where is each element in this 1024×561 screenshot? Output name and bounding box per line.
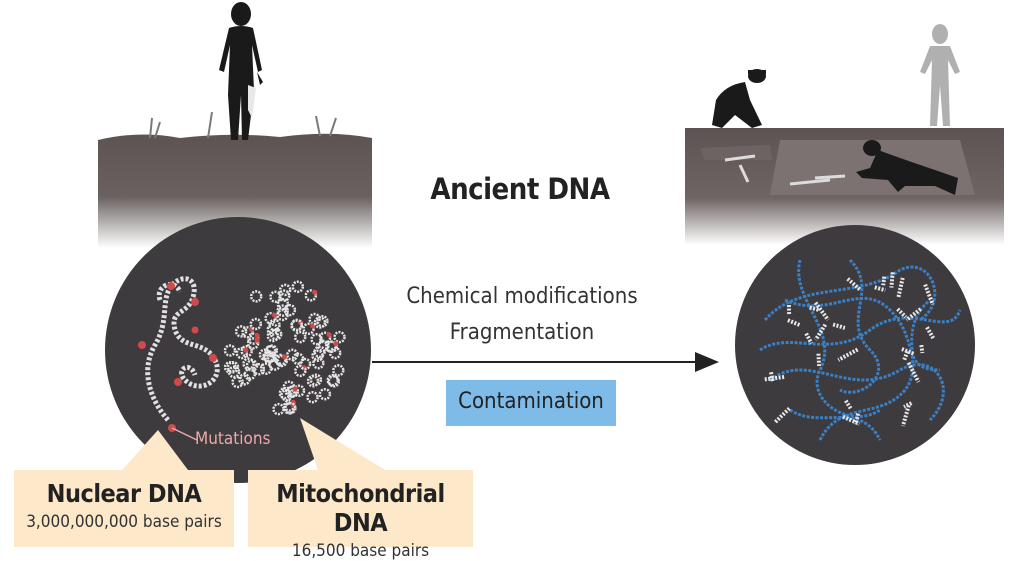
mito-mutation-dot: [293, 386, 298, 391]
mito-mutation-dot: [327, 332, 332, 337]
mutations-label: Mutations: [195, 429, 271, 449]
mito-mutation-dot: [312, 290, 317, 295]
nuclear-dna-title: Nuclear DNA: [14, 479, 234, 508]
mito-mutation-dot: [282, 354, 287, 359]
mito-mutation-dot: [272, 313, 277, 318]
process-fragmentation: Fragmentation: [372, 320, 672, 345]
nuclear-dna-card: Nuclear DNA 3,000,000,000 base pairs: [14, 470, 234, 547]
mito-dna-subtitle: 16,500 base pairs: [248, 541, 473, 561]
ancient-human-silhouette: [219, 2, 263, 140]
degraded-dna-circle: [735, 225, 975, 465]
contamination-label: Contamination: [446, 389, 616, 414]
standing-person-silhouette: [920, 24, 960, 126]
dna-fragment: [883, 277, 884, 286]
nuclear-dna-subtitle: 3,000,000,000 base pairs: [14, 512, 234, 532]
diagram-title: Ancient DNA: [420, 172, 620, 206]
mito-dna-card: Mitochondrial DNA 16,500 base pairs: [248, 470, 473, 547]
mito-mutation-dot: [255, 338, 260, 343]
mito-dna-title: Mitochondrial DNA: [248, 479, 473, 537]
mito-mutation-dot: [255, 333, 260, 338]
process-chemical-modifications: Chemical modifications: [372, 284, 672, 309]
illustration: [0, 0, 1024, 547]
mito-mutation-dot: [333, 341, 338, 346]
kneeling-archaeologist-silhouette: [712, 69, 766, 128]
